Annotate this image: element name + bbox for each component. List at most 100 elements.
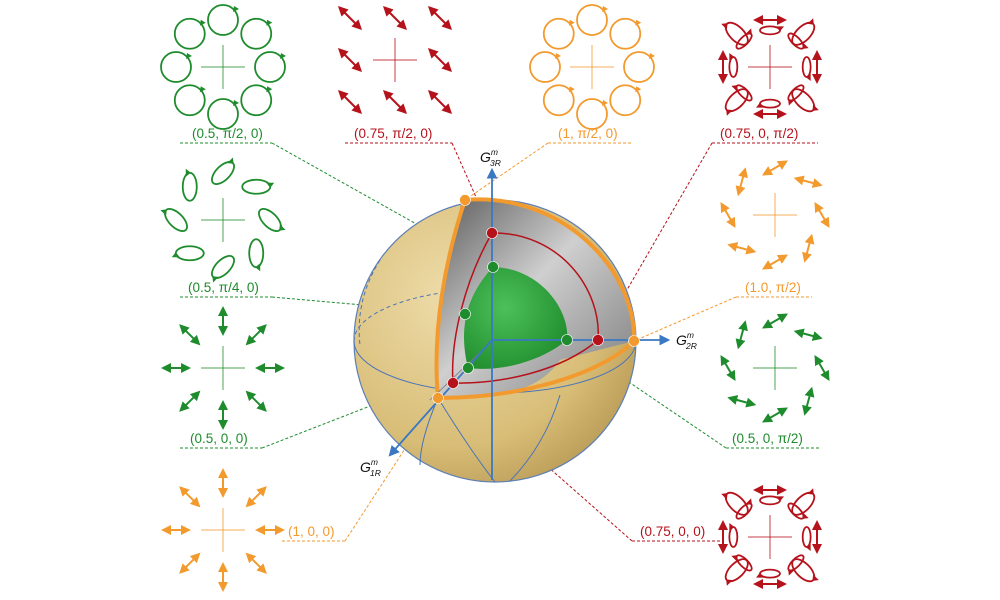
polarization-circle-arrow — [266, 86, 273, 93]
state-labels: (0.5, π/2, 0)(0.75, π/2, 0)(1, π/2, 0)(0… — [188, 126, 803, 539]
polarization-ellipse-arrow — [775, 496, 784, 502]
polarization-ellipse-arrow — [255, 263, 261, 272]
state-label: (0.5, π/2, 0) — [192, 126, 263, 141]
polarization-arrow — [337, 5, 363, 31]
panel-05-0-0 — [161, 306, 285, 430]
state-label: (0.75, 0, π/2) — [720, 126, 798, 141]
polarization-circle-arrow — [649, 53, 655, 59]
polarization-ellipse — [248, 238, 265, 269]
polarization-arrow — [802, 386, 815, 416]
polarization-circle-arrow — [199, 86, 206, 93]
state-label: (0.5, π/4, 0) — [188, 280, 259, 295]
polarization-ellipse-arrow — [788, 569, 795, 576]
polarization-ellipse-arrow — [788, 99, 795, 106]
polarization-circle — [207, 98, 239, 130]
polarization-arrow — [179, 486, 201, 508]
state-point — [628, 335, 640, 347]
polarization-circle-arrow — [602, 6, 608, 12]
polarization-arrow — [793, 328, 823, 341]
polarization-circle — [576, 98, 608, 130]
polarization-ellipse — [241, 178, 272, 195]
polarization-arrow — [337, 47, 363, 73]
polarization-circle — [529, 51, 561, 83]
polarization-ellipse-arrow — [279, 224, 286, 231]
polarization-arrow — [720, 202, 736, 228]
connector-line — [261, 367, 469, 449]
polarization-ellipse-arrow — [729, 523, 735, 531]
polarization-arrow — [179, 552, 201, 574]
polarization-ellipse-arrow — [726, 579, 733, 586]
polarization-ellipse-arrow — [802, 512, 809, 519]
state-point — [459, 308, 471, 320]
polarization-ellipse-arrow — [807, 488, 814, 495]
polarization-circle — [609, 84, 642, 117]
polarization-ellipse-arrow — [160, 209, 167, 216]
state-label: (1, 0, 0) — [288, 524, 335, 539]
polarization-ellipse-arrow — [227, 157, 234, 164]
polarization-ellipse-arrow — [721, 493, 728, 500]
connector-line — [464, 142, 549, 201]
panel-075-0-pi2 — [718, 15, 822, 119]
state-point — [487, 261, 499, 273]
polarization-ellipse-arrow — [807, 18, 814, 25]
polarization-circle-arrow — [199, 19, 206, 26]
polarization-ellipse-arrow — [745, 28, 752, 35]
polarization-arrow — [762, 254, 788, 270]
polarization-arrow — [814, 355, 830, 381]
polarization-circle — [173, 84, 206, 117]
state-point — [486, 227, 498, 239]
connector-line — [633, 296, 737, 342]
polarization-panels — [160, 4, 830, 592]
polarization-circle-arrow — [233, 6, 239, 12]
polarization-ellipse-arrow — [802, 42, 809, 49]
sphere-meridian-1 — [437, 397, 496, 483]
polarization-arrow — [245, 486, 267, 508]
polarization-arrow — [382, 5, 408, 31]
panel-05-0-pi2 — [720, 313, 830, 423]
state-point — [462, 362, 474, 374]
polarization-ellipse-arrow — [812, 104, 819, 111]
polarization-circle — [542, 84, 575, 117]
state-point — [447, 377, 459, 389]
polarization-circle-arrow — [635, 19, 642, 26]
polarization-arrow — [793, 175, 823, 188]
polarization-arrow — [735, 320, 748, 350]
polarization-circle — [576, 4, 608, 36]
polarization-ellipse-arrow — [731, 555, 738, 562]
polarization-arrow — [814, 202, 830, 228]
polarization-arrow — [727, 395, 757, 408]
polarization-ellipse-arrow — [726, 109, 733, 116]
state-label: (1, π/2, 0) — [558, 126, 618, 141]
panel-05-pi4-0 — [160, 157, 286, 283]
polarization-ellipse — [181, 171, 198, 202]
panel-05-pi2-0 — [160, 4, 286, 130]
state-points — [432, 194, 640, 404]
polarization-circle-arrow — [280, 53, 286, 59]
state-point — [561, 334, 573, 346]
polarization-ellipse-arrow — [805, 73, 811, 81]
polarization-circle — [609, 17, 642, 50]
polarization-arrow — [727, 242, 757, 255]
polarization-circle-arrow — [555, 53, 561, 59]
panel-1-pi2-0 — [529, 4, 655, 130]
state-label: (0.5, 0, 0) — [190, 431, 248, 446]
polarization-ellipse-arrow — [805, 543, 811, 551]
panel-075-0-0 — [718, 485, 822, 589]
panel-1-0-0 — [161, 468, 285, 592]
polarization-ellipse-arrow — [721, 23, 728, 30]
outer-rim-top — [464, 197, 637, 342]
polarization-circle — [160, 51, 192, 83]
sphere-meridian-back — [358, 259, 381, 346]
red-shell-top — [491, 232, 599, 341]
red-shell-front — [452, 339, 599, 384]
polarization-arrow — [762, 313, 788, 329]
sphere — [353, 197, 640, 483]
polarization-ellipse-arrow — [812, 574, 819, 581]
state-label: (0.75, 0, 0) — [640, 524, 705, 539]
polarization-ellipse-arrow — [266, 182, 275, 188]
polarization-arrow — [337, 89, 363, 115]
